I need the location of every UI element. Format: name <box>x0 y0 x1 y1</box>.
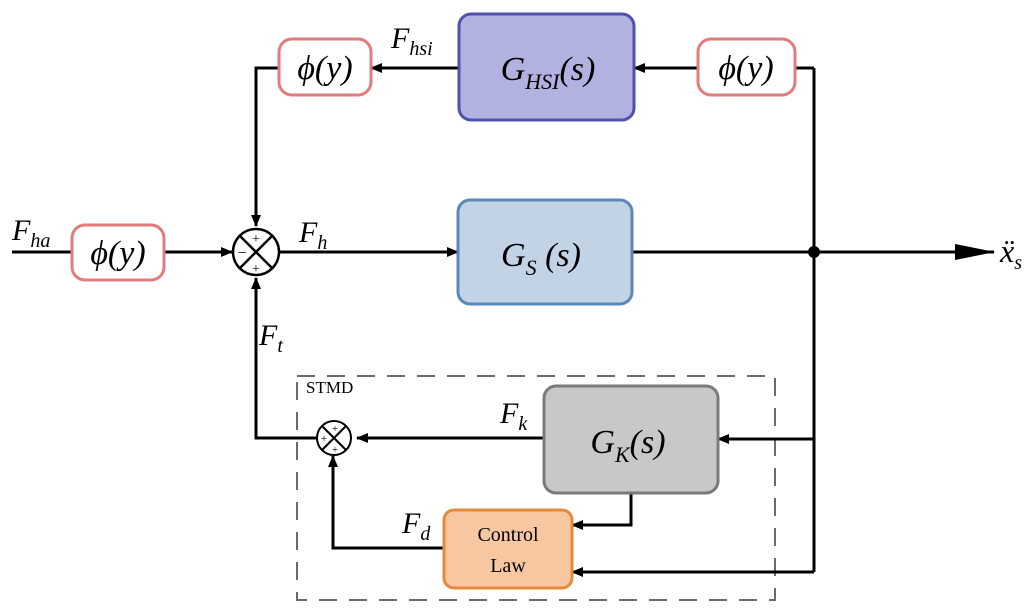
signal-f-h: Fh <box>298 216 327 254</box>
wire-stmd-to-sum <box>251 277 317 440</box>
phi-block-hsi-output[interactable]: ϕ(y) <box>277 37 373 97</box>
sum-sign-top: + <box>252 232 260 247</box>
phi-block-hsi-input[interactable]: ϕ(y) <box>696 37 797 97</box>
phi-label: ϕ(y) <box>718 50 773 87</box>
gs-label: GS (s) <box>501 237 581 280</box>
stmd-sum-sign-top: + <box>332 423 338 435</box>
wire-hsi-feedback-to-sum <box>251 66 279 227</box>
ghsi-block[interactable]: GHSI(s) <box>457 12 636 122</box>
main-summing-junction: + − + <box>231 227 281 277</box>
signal-f-d: Fd <box>401 507 431 545</box>
ghsi-label: GHSI(s) <box>501 51 596 94</box>
gs-block[interactable]: GS (s) <box>456 198 634 306</box>
signal-x-s: ẍs <box>999 233 1022 274</box>
phi-block-input[interactable]: ϕ(y) <box>70 223 166 282</box>
signal-f-t: Ft <box>258 319 283 357</box>
wire-control-to-stmd-sum <box>328 455 444 550</box>
gk-label: GK(s) <box>590 424 665 467</box>
control-law-line2: Law <box>490 555 526 577</box>
signal-f-ha: Fha <box>11 214 50 252</box>
phi-label: ϕ(y) <box>297 50 352 87</box>
signal-f-k: Fk <box>499 397 528 435</box>
stmd-summing-junction: + + + <box>316 420 352 456</box>
sum-sign-left: − <box>237 245 246 262</box>
signal-wires <box>12 63 995 577</box>
phi-label: ϕ(y) <box>90 235 145 272</box>
stmd-label: STMD <box>306 378 353 397</box>
stmd-region <box>296 375 776 601</box>
control-law-block[interactable]: Control Law <box>442 508 574 590</box>
stmd-sum-sign-bottom: + <box>332 444 338 456</box>
stmd-sum-sign-left: + <box>321 433 327 445</box>
branch-point <box>808 246 820 258</box>
signal-f-hsi: Fhsi <box>390 22 433 60</box>
sum-sign-bottom: + <box>252 262 260 277</box>
wire-gk-to-control <box>571 493 633 530</box>
control-law-line1: Control <box>477 524 539 546</box>
gk-block[interactable]: GK(s) <box>542 384 720 495</box>
